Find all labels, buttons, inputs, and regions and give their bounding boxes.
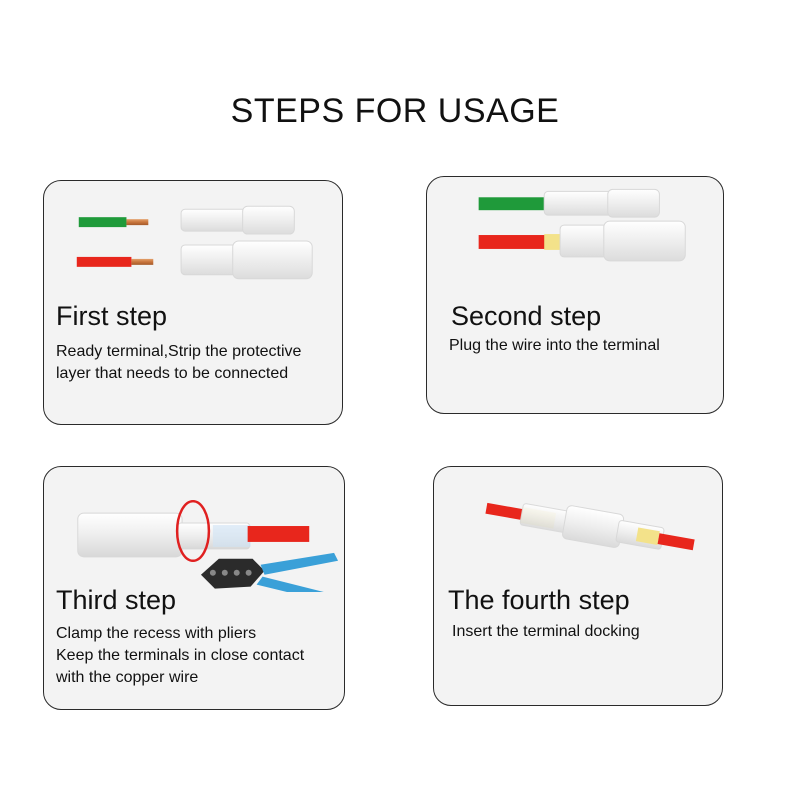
stripped-wires-and-terminals-icon [76,205,313,280]
crimping-pliers-icon [200,552,339,592]
wires-in-terminals-icon [478,188,686,262]
terminal-female [562,505,625,548]
step-description: Insert the terminal docking [452,623,640,640]
red-wire [247,526,310,542]
copper-core [131,258,154,265]
copper-core [126,219,149,226]
step-card-3: Third step Clamp the recess with pliers … [43,466,345,710]
step-description: Clamp the recess with pliers Keep the te… [56,625,305,686]
step-card-4: The fourth step Insert the terminal dock… [433,466,723,706]
red-wire-right [657,533,695,551]
terminal-small [543,190,615,216]
wire-inside-terminal [544,234,563,250]
step-title: Third step [56,585,177,615]
terminal-large [559,224,611,258]
terminal-large [180,244,242,276]
highlight-ring-icon [175,499,211,563]
terminal-small [180,208,252,232]
step-title: First step [56,301,168,331]
red-wire-left [485,502,527,521]
page-title: STEPS FOR USAGE [230,92,560,130]
terminal-large [77,512,183,558]
terminal-small-end [607,188,660,218]
red-wire [76,256,132,267]
step-title: The fourth step [448,585,630,615]
step-card-1: First step Ready terminal,Strip the prot… [43,180,343,425]
terminal-large-end [232,240,313,280]
green-wire [478,197,549,211]
step-description: Ready terminal,Strip the protective laye… [56,343,302,382]
red-wire [478,235,551,249]
green-wire [78,217,127,228]
terminal-large-end [603,220,686,262]
step-title: Second step [451,301,602,331]
step-description: Plug the wire into the terminal [449,337,660,354]
docked-terminal-icon [485,502,695,551]
step-card-2: Second step Plug the wire into the termi… [426,176,724,414]
crimping-illustration [77,499,339,592]
terminal-small-end [242,205,295,235]
